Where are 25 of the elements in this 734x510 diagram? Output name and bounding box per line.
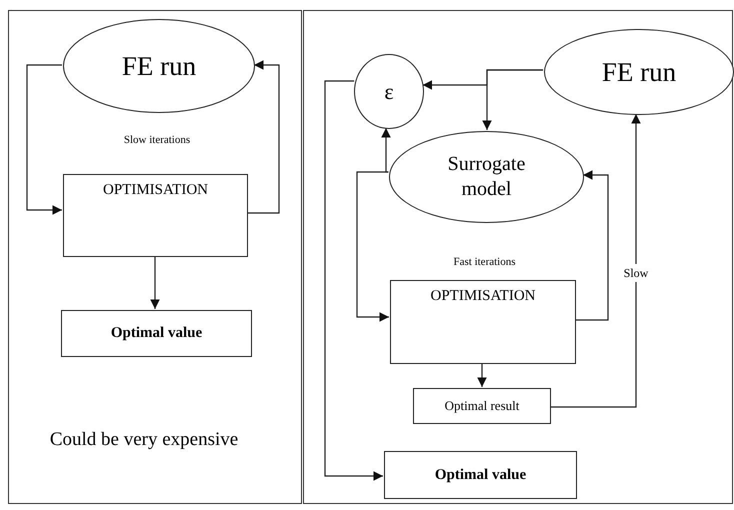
annotation-text: Fast iterations: [452, 255, 517, 270]
annotation-text: Slow iterations: [122, 133, 192, 148]
arrow: [26, 64, 62, 215]
model-ellipse: Surrogate model: [389, 131, 584, 223]
arrow: [324, 80, 383, 481]
process-box: OPTIMISATION: [63, 174, 248, 257]
panel: [303, 10, 733, 504]
arrow: [150, 256, 160, 309]
panel: [8, 10, 302, 504]
arrow: [247, 60, 280, 214]
arrow: [381, 128, 391, 173]
arrow: [550, 114, 641, 408]
result-box: Optimal value: [384, 451, 577, 499]
edge-label: Slow: [622, 264, 650, 282]
arrow: [482, 69, 544, 130]
error-circle: ε: [354, 54, 424, 129]
arrow: [356, 171, 389, 322]
process-ellipse: FE run: [544, 29, 734, 115]
arrow: [477, 363, 487, 387]
result-box: Optimal result: [413, 388, 551, 424]
process-ellipse: FE run: [63, 19, 255, 113]
note-text: Could be very expensive: [48, 428, 240, 452]
arrow: [575, 170, 609, 321]
result-box: Optimal value: [61, 310, 252, 357]
process-box: OPTIMISATION: [390, 280, 576, 364]
